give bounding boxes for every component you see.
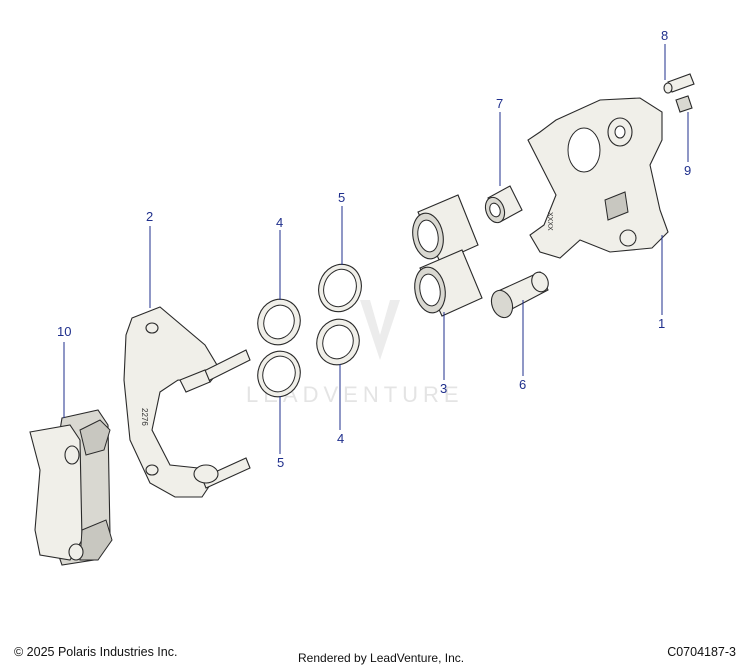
- part-caliper-bracket[interactable]: 2276: [123, 306, 251, 498]
- part-slide-pin[interactable]: [488, 270, 551, 321]
- callout-4-lower: 4: [337, 431, 344, 446]
- part-pin-boot[interactable]: [482, 185, 523, 225]
- seal-5b[interactable]: [251, 345, 306, 403]
- part-brake-pads[interactable]: [29, 409, 113, 566]
- seal-4b[interactable]: [310, 313, 365, 371]
- bracket-number-marking: 2276: [140, 408, 149, 426]
- seal-4a[interactable]: [251, 293, 306, 351]
- figure-id: C0704187-3: [667, 645, 736, 659]
- callout-8: 8: [661, 28, 668, 43]
- callout-7: 7: [496, 96, 503, 111]
- callout-10: 10: [57, 324, 71, 339]
- callout-1: 1: [658, 316, 665, 331]
- callout-labels: 10 2 4 5 5 4 3 6 7 8 9 1: [57, 28, 691, 470]
- part-piston-upper[interactable]: [409, 194, 479, 263]
- callout-6: 6: [519, 377, 526, 392]
- callout-5-lower: 5: [277, 455, 284, 470]
- rendered-by-credit: Rendered by LeadVenture, Inc.: [298, 651, 465, 665]
- leader-lines: [63, 44, 689, 454]
- part-bleeder-screw[interactable]: [663, 73, 695, 94]
- caliper-code-marking: XXXX: [546, 212, 553, 231]
- callout-2: 2: [146, 209, 153, 224]
- callout-4-upper: 4: [276, 215, 283, 230]
- seal-5a[interactable]: [312, 258, 368, 317]
- copyright-notice: © 2025 Polaris Industries Inc.: [14, 645, 178, 659]
- callout-5-upper: 5: [338, 190, 345, 205]
- part-caliper-body[interactable]: XXXX: [527, 97, 669, 259]
- callout-9: 9: [684, 163, 691, 178]
- callout-3: 3: [440, 381, 447, 396]
- part-bleeder-cap[interactable]: [675, 95, 693, 113]
- part-piston-lower[interactable]: [411, 249, 483, 317]
